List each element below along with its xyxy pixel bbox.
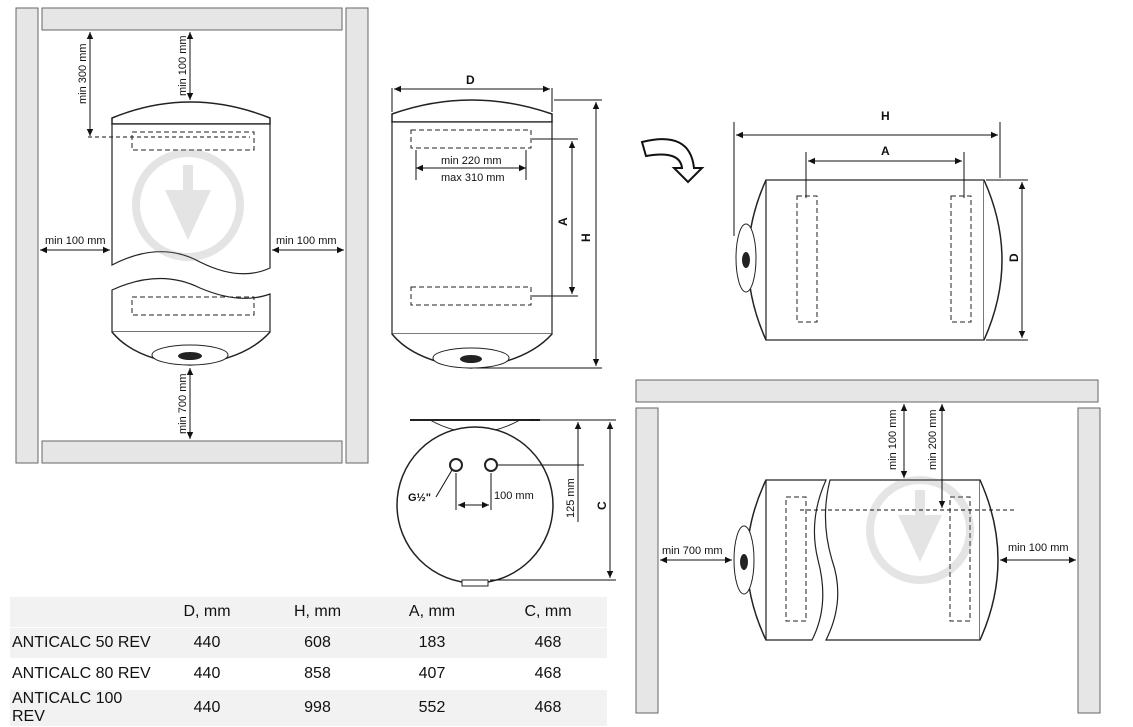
cell-d: 440 xyxy=(154,689,260,727)
front-label-d: D xyxy=(466,73,475,87)
horizontal-clearance-right: min 100 mm xyxy=(1008,542,1069,554)
wall-left-horizontal xyxy=(635,407,659,714)
cell-c: 468 xyxy=(489,627,607,659)
vertical-installation-view: min 300 mm min 100 mm min 100 mm min 100… xyxy=(15,7,369,464)
cell-h: 998 xyxy=(260,689,375,727)
horizontal-clearance-left: min 700 mm xyxy=(662,545,723,557)
table-header-d: D, mm xyxy=(154,597,260,628)
rotate-arrow-icon xyxy=(640,138,705,184)
watermark-logo-2 xyxy=(866,476,974,584)
dimensions-table: D, mm H, mm A, mm C, mm ANTICALC 50 REV … xyxy=(10,597,607,727)
clearance-bottom-label: min 700 mm xyxy=(177,373,189,434)
cell-d: 440 xyxy=(154,627,260,659)
table-header-model xyxy=(10,597,154,628)
horizontal-label-d: D xyxy=(1007,253,1021,262)
horizontal-label-h: H xyxy=(881,109,890,123)
model-name: ANTICALC 80 REV xyxy=(10,658,154,690)
cell-a: 552 xyxy=(375,689,489,727)
table-row: ANTICALC 100 REV 440 998 552 468 xyxy=(10,689,607,727)
bracket-max-label: max 310 mm xyxy=(441,172,505,184)
pipe-spacing-label: 100 mm xyxy=(494,490,534,502)
table-row: ANTICALC 50 REV 440 608 183 468 xyxy=(10,627,607,659)
cell-a: 183 xyxy=(375,627,489,659)
clearance-left-label: min 100 mm xyxy=(45,235,106,247)
wall-left xyxy=(15,7,39,464)
clearance-top-label: min 100 mm xyxy=(177,35,189,96)
ceiling xyxy=(41,7,343,31)
clearance-top-wall-label: min 300 mm xyxy=(77,43,89,104)
table-header-h: H, mm xyxy=(260,597,375,628)
table-header-c: C, mm xyxy=(489,597,607,628)
thread-label: G½" xyxy=(408,492,431,504)
front-view: D min 220 mm max 310 mm A H xyxy=(391,73,602,369)
table-row: ANTICALC 80 REV 440 858 407 468 xyxy=(10,658,607,690)
model-name: ANTICALC 50 REV xyxy=(10,627,154,659)
watermark-logo xyxy=(132,149,244,261)
horizontal-label-a: A xyxy=(881,144,890,158)
floor xyxy=(41,440,343,464)
table-header-a: A, mm xyxy=(375,597,489,628)
connections-label-c: C xyxy=(595,501,609,510)
model-name: ANTICALC 100 REV xyxy=(10,689,154,727)
cell-c: 468 xyxy=(489,689,607,727)
cell-h: 608 xyxy=(260,627,375,659)
pipe-height-label: 125 mm xyxy=(565,478,577,518)
front-label-a: A xyxy=(556,217,570,226)
cell-c: 468 xyxy=(489,658,607,690)
horizontal-installation-view: min 100 mm min 200 mm min 700 mm min 100… xyxy=(635,379,1101,714)
ceiling-horizontal xyxy=(635,379,1099,403)
connections-view: 100 mm G½" 125 mm C xyxy=(396,419,616,587)
horizontal-clearance-top-2: min 200 mm xyxy=(927,409,939,470)
bracket-min-label: min 220 mm xyxy=(441,155,502,167)
cell-h: 858 xyxy=(260,658,375,690)
clearance-right-label: min 100 mm xyxy=(276,235,337,247)
cell-a: 407 xyxy=(375,658,489,690)
wall-right-horizontal xyxy=(1077,407,1101,714)
wall-right xyxy=(345,7,369,464)
cell-d: 440 xyxy=(154,658,260,690)
table-header-row: D, mm H, mm A, mm C, mm xyxy=(10,597,607,628)
horizontal-view: H A D xyxy=(733,109,1028,341)
front-label-h: H xyxy=(579,233,593,242)
horizontal-clearance-top-1: min 100 mm xyxy=(887,409,899,470)
